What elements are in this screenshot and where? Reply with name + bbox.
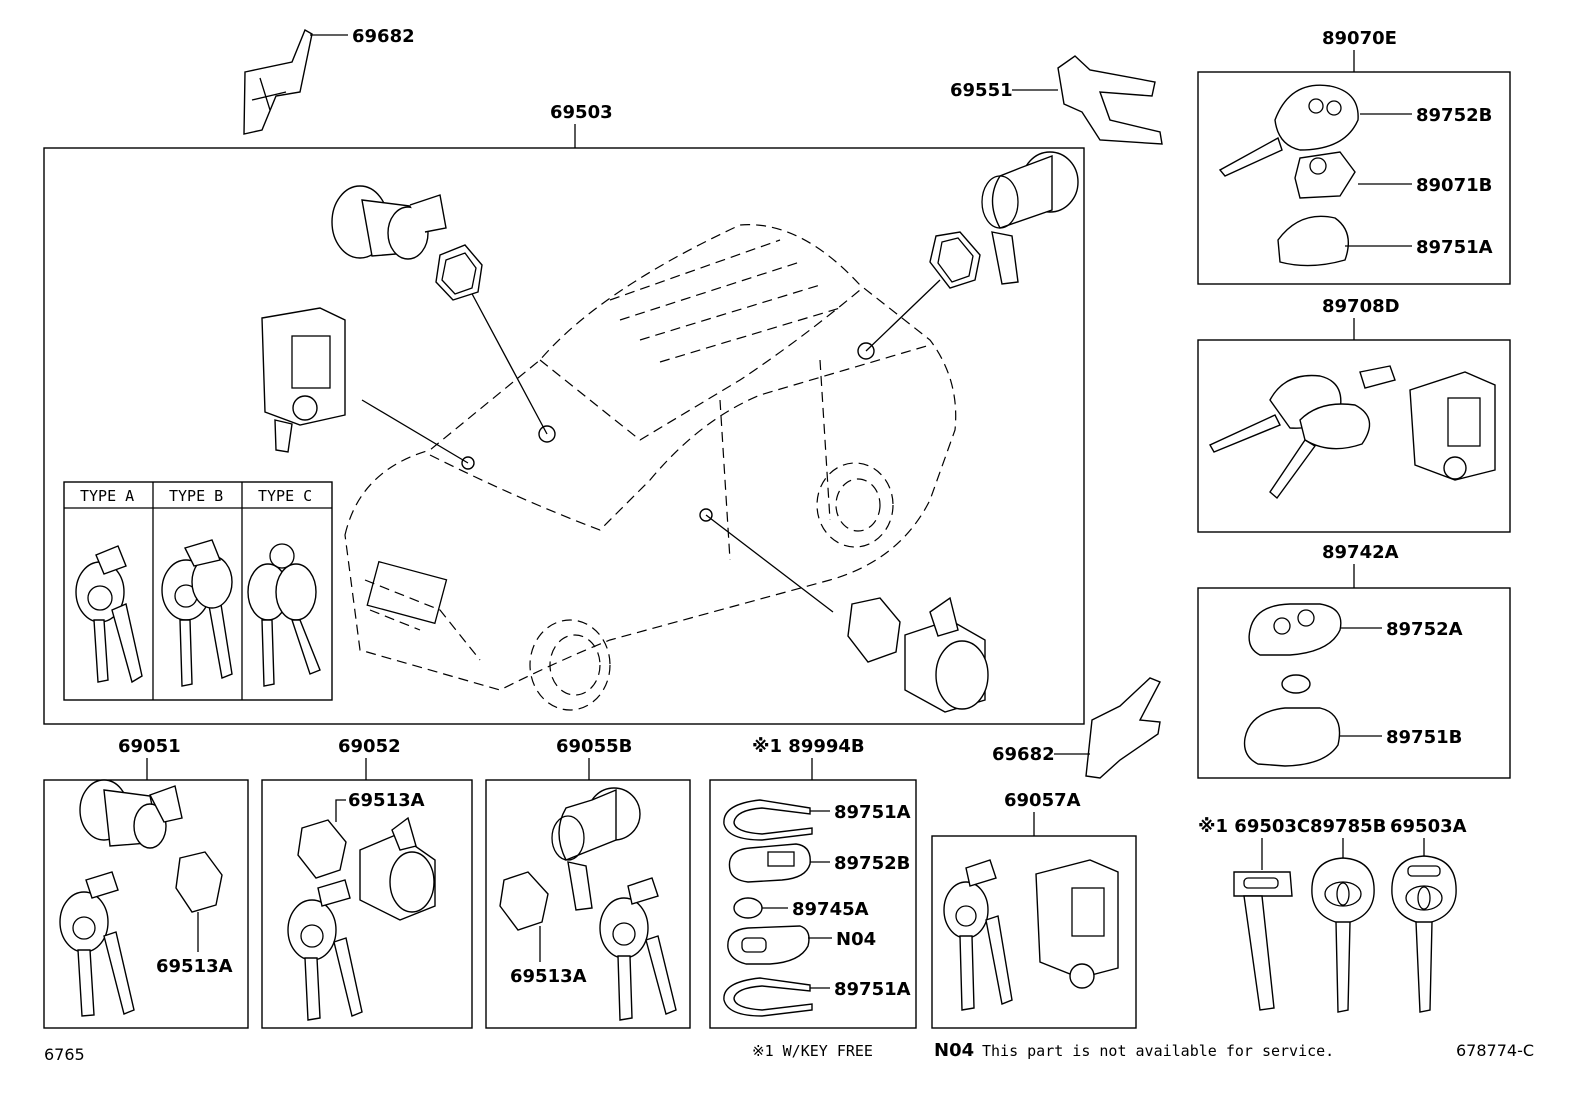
key-69503A [1391,855,1457,1013]
label-69052: 69052 [338,736,401,757]
door-lock-cylinder-lower [847,596,989,713]
ignition-69057A [1035,859,1119,989]
key-69052 [287,879,363,1021]
ring-69052 [297,819,347,879]
box-69051 [43,779,249,1029]
type-b-label: TYPE B [169,487,223,505]
footer-n04-code: N04 [934,1040,974,1061]
blank-key-69503C [1233,871,1293,1011]
box-69052 [261,779,473,1029]
ignition-cylinder [261,307,346,453]
label-89752B-b: 89752B [834,853,910,874]
footer-n04-text: This part is not available for service. [982,1042,1334,1060]
box-89994B [709,779,917,1029]
type-a-keys [75,545,143,684]
label-69503A: 69503A [1390,816,1467,837]
label-89994B: ※1 89994B [752,736,865,757]
back-door-lock-69055B [551,787,641,911]
battery-89745A [733,897,763,919]
label-89708D: 89708D [1322,296,1400,317]
keys-89708D [1209,365,1396,500]
type-b-keys [161,539,233,687]
label-89785B: 89785B [1310,816,1386,837]
part-N04 [727,925,810,965]
key-head-89752B [1218,84,1359,177]
footer-note-keyfree: ※1 W/KEY FREE [752,1042,873,1060]
door-lock-69051 [79,779,183,849]
box-89708D [1197,339,1511,533]
label-69682-mid: 69682 [992,744,1055,765]
key-89785B [1311,857,1375,1013]
label-89752B-top: 89752B [1416,105,1492,126]
label-69682-top: 69682 [352,26,415,47]
label-89752A: 89752A [1386,619,1463,640]
label-69513A-c: 69513A [510,966,587,987]
type-c-keys [247,543,321,687]
bracket-69551 [1057,55,1163,145]
label-89751B: 89751B [1386,727,1462,748]
label-69513A-b: 69513A [348,790,425,811]
box-89742A [1197,587,1511,779]
box-89070E [1197,71,1511,285]
case-89752B [728,843,811,883]
label-69055B: 69055B [556,736,632,757]
back-door-lock-cylinder [981,151,1079,285]
bracket-69682-top [243,28,313,135]
footer-left-code: 6765 [44,1045,85,1064]
label-89751A-b2: 89751A [834,979,911,1000]
ring-69055B [499,871,549,931]
lock-ring-right [929,231,981,289]
key-type-table [63,481,333,701]
transmitter-case-89752A [1248,603,1342,656]
label-69513A-a: 69513A [156,956,233,977]
battery-89742A [1281,674,1311,694]
label-69057A: 69057A [1004,790,1081,811]
label-69551: 69551 [950,80,1013,101]
label-89751A-b1: 89751A [834,802,911,823]
cover-89751A-b2 [723,977,813,1017]
label-89745A: 89745A [792,899,869,920]
cover-89751A-b1 [723,799,813,841]
ring-69051 [175,851,223,913]
ignition-89708D [1409,371,1496,481]
main-assembly-box [43,147,1085,725]
cover-89751A-top [1277,215,1349,267]
footer-right-code: 678774-C [1456,1041,1534,1060]
cover-89751B [1243,707,1341,767]
type-c-label: TYPE C [258,487,312,505]
type-a-label: TYPE A [80,487,134,505]
label-89071B: 89071B [1416,175,1492,196]
label-89070E: 89070E [1322,28,1397,49]
bracket-69682-mid [1085,677,1161,779]
label-69503: 69503 [550,102,613,123]
label-69503C: ※1 69503C [1198,816,1310,837]
lock-ring-upper [435,244,483,301]
door-lock-cylinder-upper [331,185,447,260]
label-69051: 69051 [118,736,181,757]
key-69051 [59,871,135,1017]
label-89742A: 89742A [1322,542,1399,563]
box-69057A [931,835,1137,1029]
key-69055B [599,877,677,1021]
label-N04: N04 [836,929,876,950]
key-69057A [943,859,1013,1011]
label-89751A-top: 89751A [1416,237,1493,258]
transmitter-89071B [1294,151,1356,199]
door-lock-69052 [359,816,436,921]
box-69055B [485,779,691,1029]
